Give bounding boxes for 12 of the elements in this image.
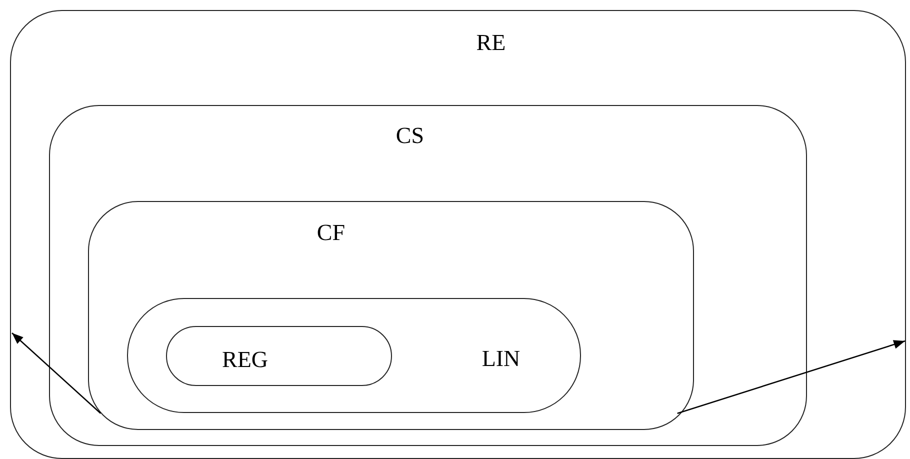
rounded-region	[127, 298, 581, 413]
arrow	[677, 340, 906, 414]
rounded-region	[10, 10, 906, 459]
region-label: CS	[396, 123, 424, 149]
rounded-region	[166, 326, 392, 386]
region-label: RE	[476, 30, 506, 56]
region-label: LIN	[482, 346, 520, 372]
rounded-region	[49, 105, 807, 446]
region-label: REG	[222, 347, 268, 373]
region-label: CF	[316, 220, 346, 246]
arrow	[12, 332, 102, 414]
rounded-region	[88, 201, 694, 430]
